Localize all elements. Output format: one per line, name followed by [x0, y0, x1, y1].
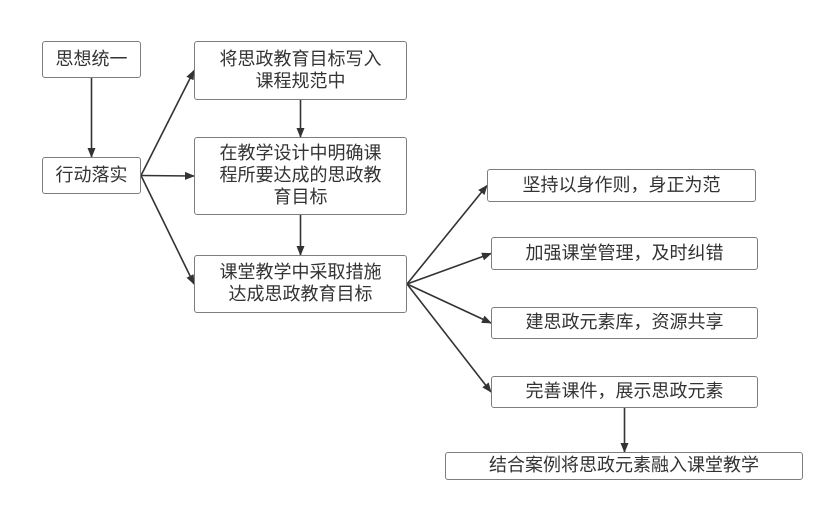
arrow-n5-to-n6 [406, 184, 488, 285]
node-classroom-measures: 课堂教学中采取措施 达成思政教育目标 [194, 255, 407, 313]
node-lead-by-example: 坚持以身作则，身正为范 [487, 169, 756, 202]
node-case-integration: 结合案例将思政元素融入课堂教学 [445, 452, 803, 480]
node-classroom-management: 加强课堂管理，及时纠错 [491, 237, 758, 270]
arrow-n5-to-n9 [406, 283, 492, 393]
node-element-library: 建思政元素库，资源共享 [491, 307, 758, 339]
arrow-n2-to-n4 [140, 171, 195, 180]
node-write-goals-into-spec: 将思政教育目标写入 课程规范中 [194, 41, 407, 100]
node-thought-unity: 思想统一 [42, 41, 141, 78]
arrow-n2-to-n3 [140, 69, 195, 176]
arrow-n5-to-n8 [406, 283, 492, 324]
arrow-n2-to-n5 [140, 175, 195, 285]
arrow-n5-to-n7 [406, 252, 492, 285]
node-define-goals-in-design: 在教学设计中明确课 程所要达成的思政教 育目标 [194, 137, 407, 215]
node-action-implementation: 行动落实 [42, 157, 141, 194]
node-improve-courseware: 完善课件，展示思政元素 [491, 376, 758, 408]
